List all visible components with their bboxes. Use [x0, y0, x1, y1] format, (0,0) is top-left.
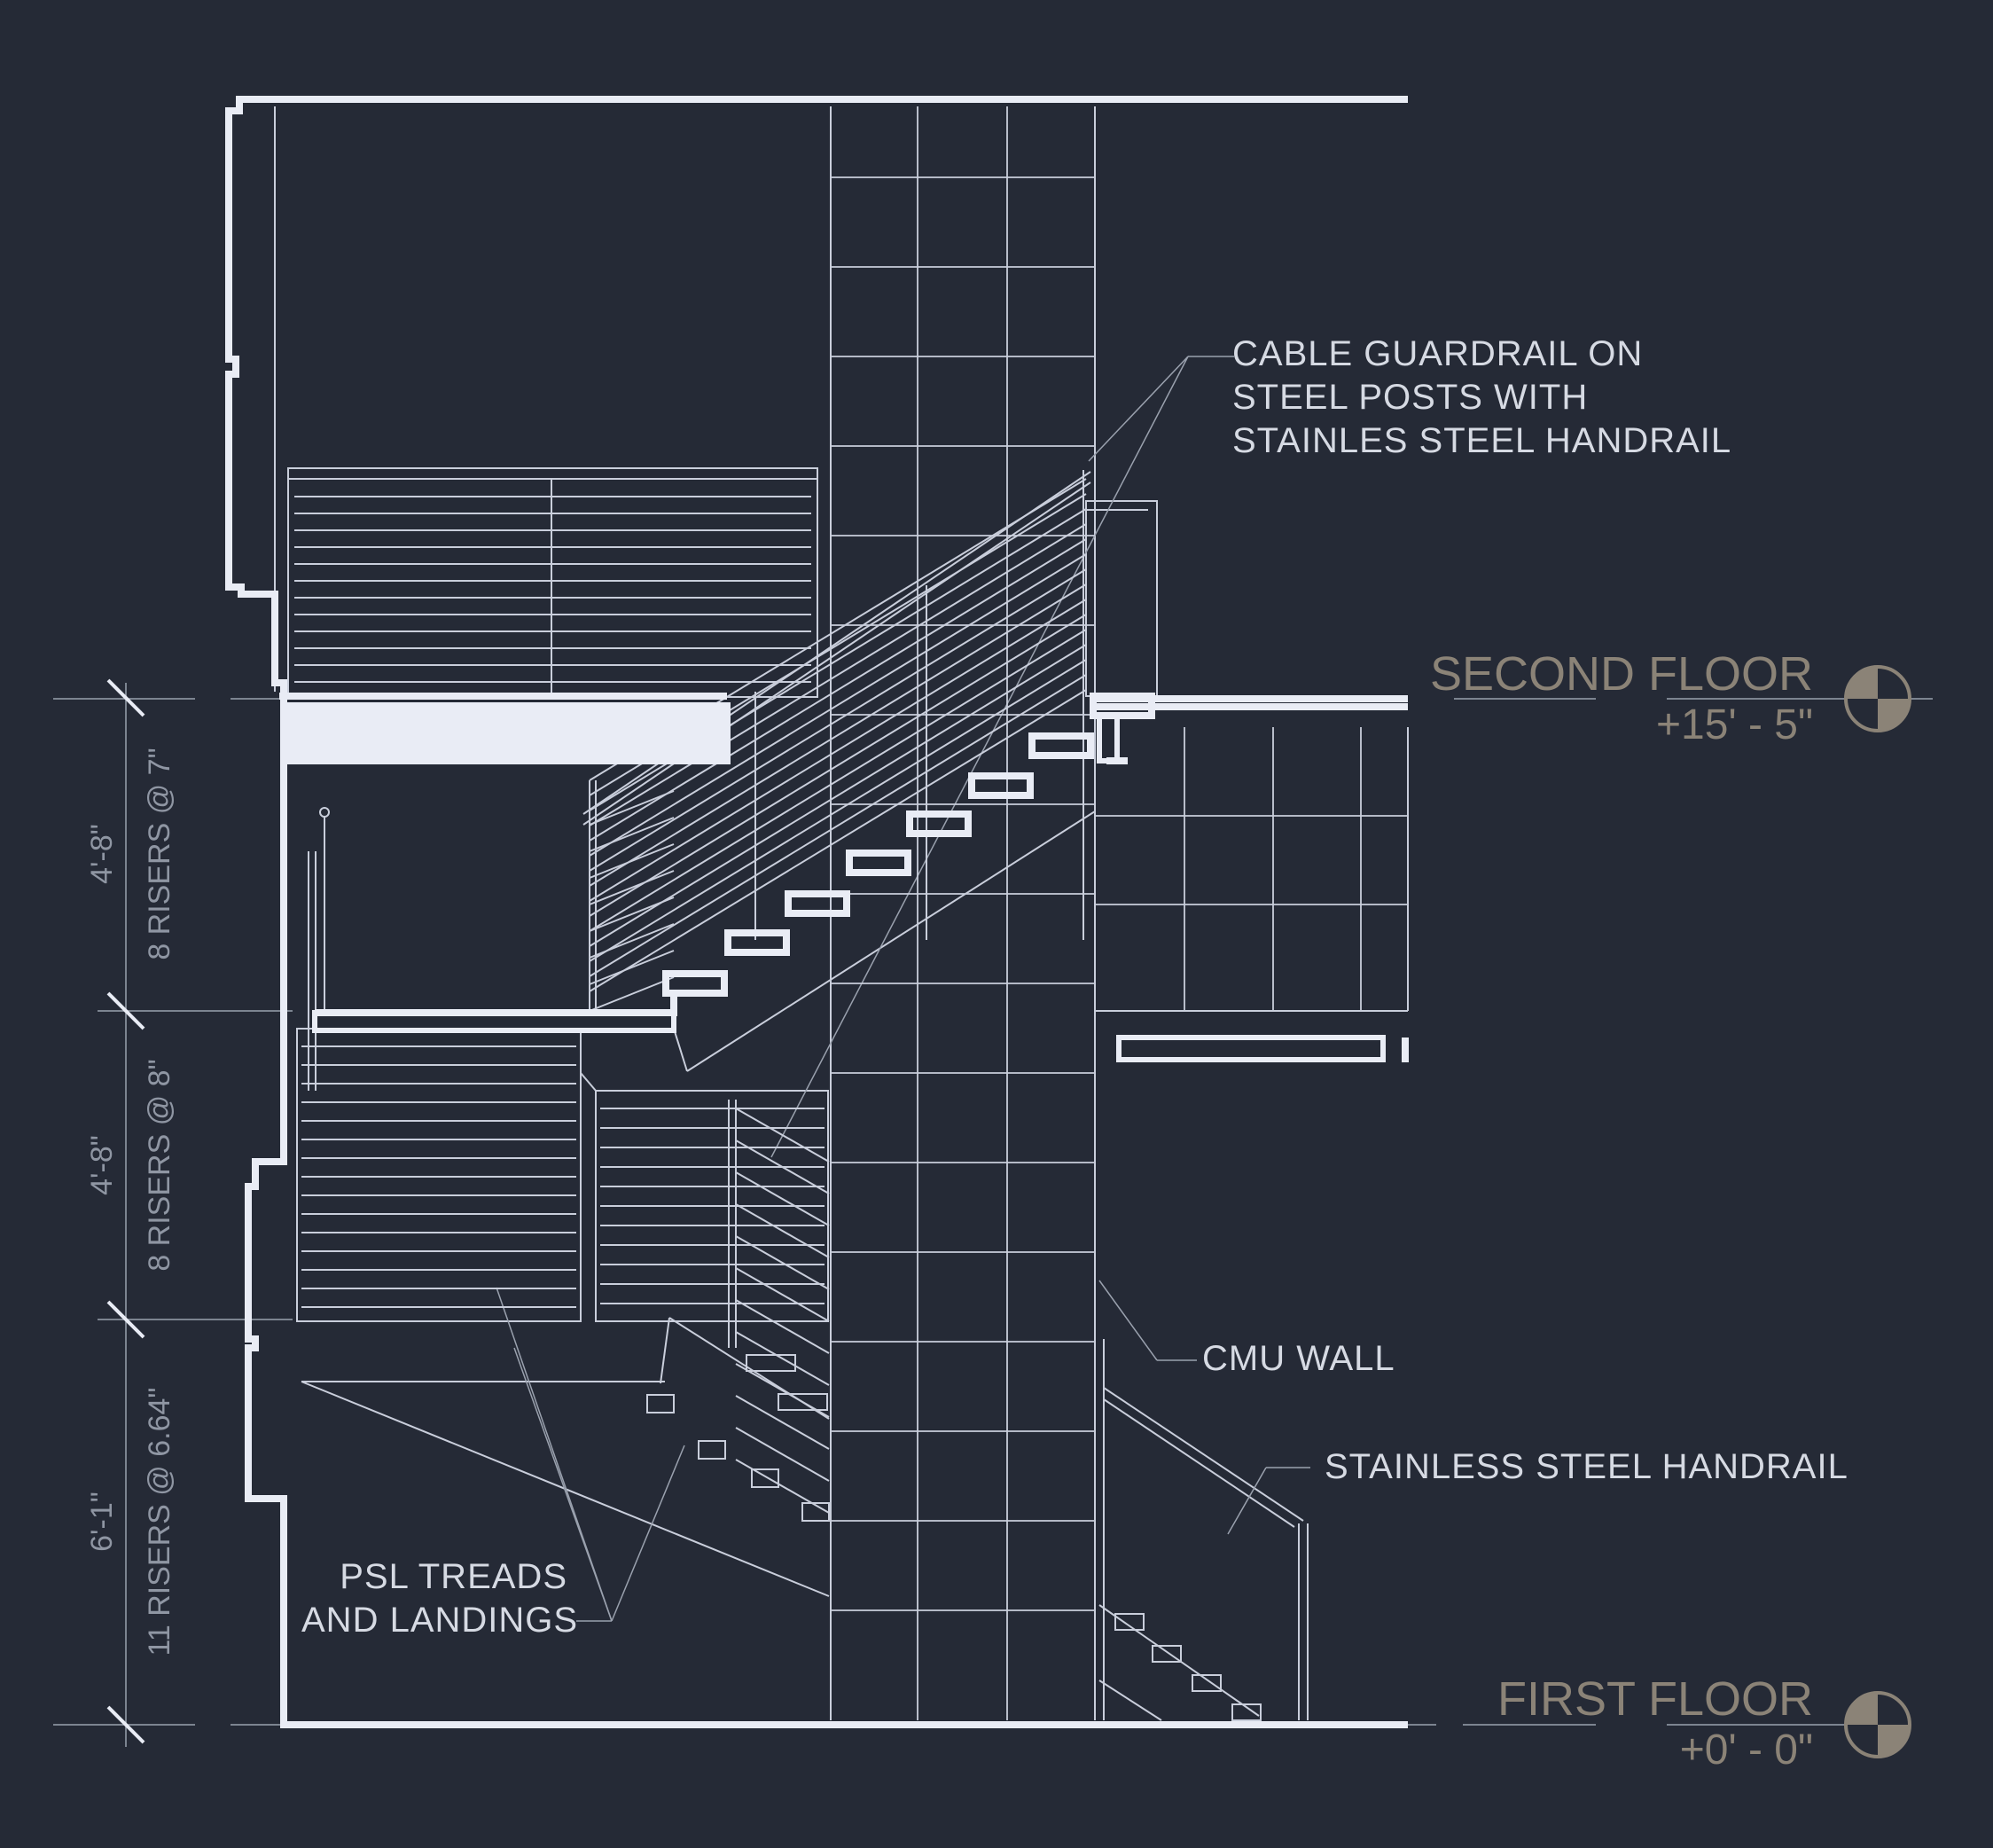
guardrail-label-line-2: STEEL POSTS WITH [1232, 378, 1589, 417]
guardrail-cable [735, 1395, 830, 1450]
guardrail-cable [589, 599, 1087, 902]
right-tread [1192, 1674, 1222, 1692]
guardrail-cable [735, 1203, 830, 1258]
guardrail-cable [589, 790, 675, 826]
guardrail-cable [589, 674, 1087, 977]
guardrail-label-line-3: STAINLES STEEL HANDRAIL [1232, 421, 1732, 460]
guardrail-cable [589, 870, 675, 905]
guardrail-cable [735, 1331, 830, 1386]
guardrail-cable [735, 1235, 830, 1290]
handrail-top [582, 482, 1091, 826]
guardrail-cable [735, 1108, 830, 1163]
guardrail-cable [589, 659, 1087, 962]
guardrail-cable [589, 523, 1087, 826]
guardrail-cable [735, 1427, 830, 1482]
second-floor-slab [285, 702, 731, 764]
cmu-grid [831, 106, 1408, 1720]
lower-height-dim: 6'-1" [85, 1492, 119, 1552]
rail-linework [294, 470, 1262, 1721]
guardrail-label-line-1: CABLE GUARDRAIL ON [1232, 334, 1644, 373]
guardrail-cable [589, 538, 1087, 842]
treads-label-line-1: PSL TREADS [340, 1557, 567, 1596]
right-tread [1152, 1645, 1182, 1663]
guardrail-cable [589, 568, 1087, 872]
treads-label: PSL TREADS AND LANDINGS [301, 1555, 579, 1642]
second-floor-elevation: +15' - 5" [1656, 701, 1813, 748]
second-floor-name: SECOND FLOOR [1429, 647, 1813, 701]
treads-label-line-2: AND LANDINGS [301, 1601, 579, 1640]
right-tread [1114, 1613, 1145, 1631]
guardrail-cable [735, 1267, 830, 1322]
guardrail-cable [589, 950, 675, 985]
second-floor-level-marker [1844, 665, 1911, 732]
lower-tread [746, 1354, 796, 1372]
cmu-wall-label: CMU WALL [1202, 1339, 1395, 1378]
heavy-linework [225, 96, 1409, 1728]
guardrail-cable [589, 843, 675, 879]
guardrail-cable [589, 976, 675, 1012]
guardrail-cable [589, 614, 1087, 917]
first-floor-label: FIRST FLOOR +0' - 0" [1330, 1672, 1813, 1775]
upper-height-dim: 4'-8" [85, 824, 119, 884]
upper-risers-dim: 8 RISERS @ 7" [143, 748, 176, 960]
mid-landing [312, 1010, 676, 1033]
lower-tread [698, 1440, 726, 1460]
guardrail-cable [589, 644, 1087, 947]
guardrail-cable [735, 1171, 830, 1226]
lower-tread [751, 1468, 779, 1488]
lower-tread [801, 1502, 830, 1522]
second-floor-label: SECOND FLOOR +15' - 5" [1330, 647, 1813, 750]
lower-tread [646, 1394, 675, 1413]
lower-risers-dim: 11 RISERS @ 6.64" [143, 1387, 176, 1656]
guardrail-cable [589, 583, 1087, 887]
middle-height-dim: 4'-8" [85, 1135, 119, 1195]
lower-tread [778, 1393, 828, 1411]
first-floor-level-marker [1844, 1691, 1911, 1758]
guardrail-cable [735, 1363, 830, 1418]
floor-edge [1097, 714, 1120, 763]
leader-lines [53, 356, 1933, 1747]
outer-wall [225, 96, 1408, 1728]
guardrail-cable [735, 1299, 830, 1354]
guardrail-cable [589, 553, 1087, 857]
guardrail-label: CABLE GUARDRAIL ON STEEL POSTS WITH STAI… [1232, 333, 1731, 463]
beam-section [1116, 1035, 1386, 1062]
first-floor-elevation: +0' - 0" [1679, 1727, 1813, 1774]
guardrail-cable [589, 689, 1087, 992]
guardrail-cable [735, 1139, 830, 1194]
middle-risers-dim: 8 RISERS @ 8" [143, 1059, 176, 1272]
guardrail-cable [735, 1459, 830, 1514]
guardrail-cable [589, 897, 675, 932]
guardrail-cable [589, 817, 675, 852]
handrail-label: STAINLESS STEEL HANDRAIL [1325, 1447, 1848, 1486]
first-floor-name: FIRST FLOOR [1497, 1672, 1813, 1726]
guardrail-cable [589, 629, 1087, 932]
right-tread [1231, 1703, 1262, 1721]
guardrail-cable [589, 923, 675, 959]
